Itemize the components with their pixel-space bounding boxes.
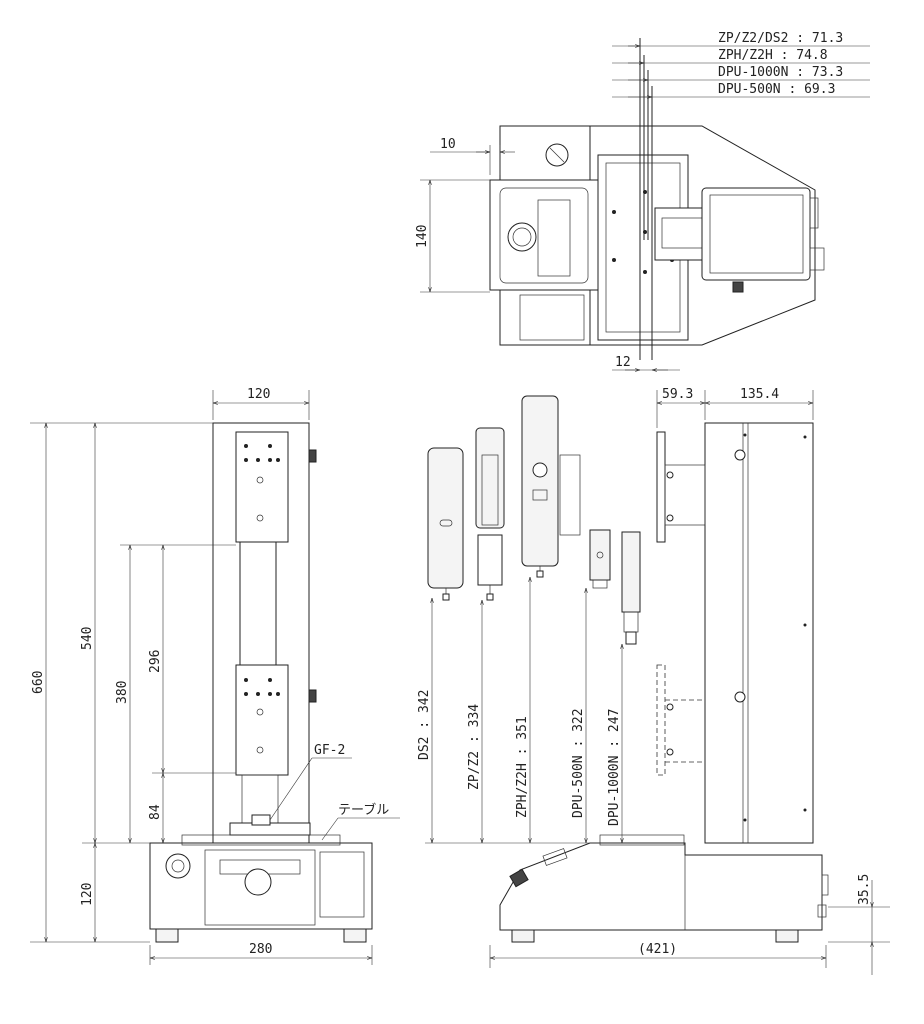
label-dpu-500n: DPU-500N : 69.3 bbox=[718, 82, 835, 97]
dim-zph-z2h: ZPH/Z2H : 351 bbox=[515, 716, 530, 818]
dim-dpu-1000n: DPU-1000N : 247 bbox=[607, 709, 622, 826]
dim-59-3: 59.3 bbox=[662, 387, 693, 402]
dim-84: 84 bbox=[148, 804, 163, 820]
label-table: テーブル bbox=[338, 802, 389, 818]
top-view-body-outline bbox=[499, 125, 816, 346]
dim-421: (421) bbox=[638, 942, 677, 957]
label-dpu-1000n: DPU-1000N : 73.3 bbox=[718, 65, 843, 80]
dim-10: 10 bbox=[440, 137, 456, 152]
dim-660: 660 bbox=[31, 671, 46, 694]
gauge-ds2 bbox=[427, 447, 464, 601]
side-column bbox=[704, 422, 814, 844]
side-base bbox=[499, 842, 823, 931]
dim-280: 280 bbox=[249, 942, 272, 957]
dim-380: 380 bbox=[115, 681, 130, 704]
dim-120-top: 120 bbox=[247, 387, 270, 402]
dim-120-base: 120 bbox=[80, 883, 95, 906]
stop-button-icon bbox=[165, 853, 191, 879]
label-zph-z2h: ZPH/Z2H : 74.8 bbox=[718, 48, 828, 63]
top-view: ZP/Z2/DS2 : 71.3 ZPH/Z2H : 74.8 DPU-1000… bbox=[415, 31, 870, 370]
gauge-dpu-1000n bbox=[621, 531, 641, 645]
dim-135-4: 135.4 bbox=[740, 387, 779, 402]
label-zp-z2-ds2: ZP/Z2/DS2 : 71.3 bbox=[718, 31, 843, 46]
dim-35-5: 35.5 bbox=[857, 874, 872, 905]
front-view: 120 660 540 380 296 84 120 280 bbox=[30, 387, 400, 965]
gauge-zph-z2h bbox=[521, 395, 581, 578]
handwheel-front-icon bbox=[244, 868, 272, 896]
gauge-dpu-500n bbox=[589, 529, 611, 589]
handwheel-icon bbox=[507, 222, 537, 252]
gauge-zp-z2 bbox=[475, 427, 505, 601]
dim-540: 540 bbox=[80, 627, 95, 650]
dim-dpu-500n: DPU-500N : 322 bbox=[571, 708, 586, 818]
dim-12: 12 bbox=[615, 355, 631, 370]
dim-296: 296 bbox=[148, 650, 163, 673]
label-gf2: GF-2 bbox=[314, 743, 345, 758]
side-view: DS2 : 342 ZP/Z2 : 334 ZPH/Z2H : 351 DPU-… bbox=[417, 387, 890, 975]
dim-zp-z2: ZP/Z2 : 334 bbox=[467, 704, 482, 790]
dim-140: 140 bbox=[415, 225, 430, 248]
dim-ds2: DS2 : 342 bbox=[417, 690, 432, 760]
